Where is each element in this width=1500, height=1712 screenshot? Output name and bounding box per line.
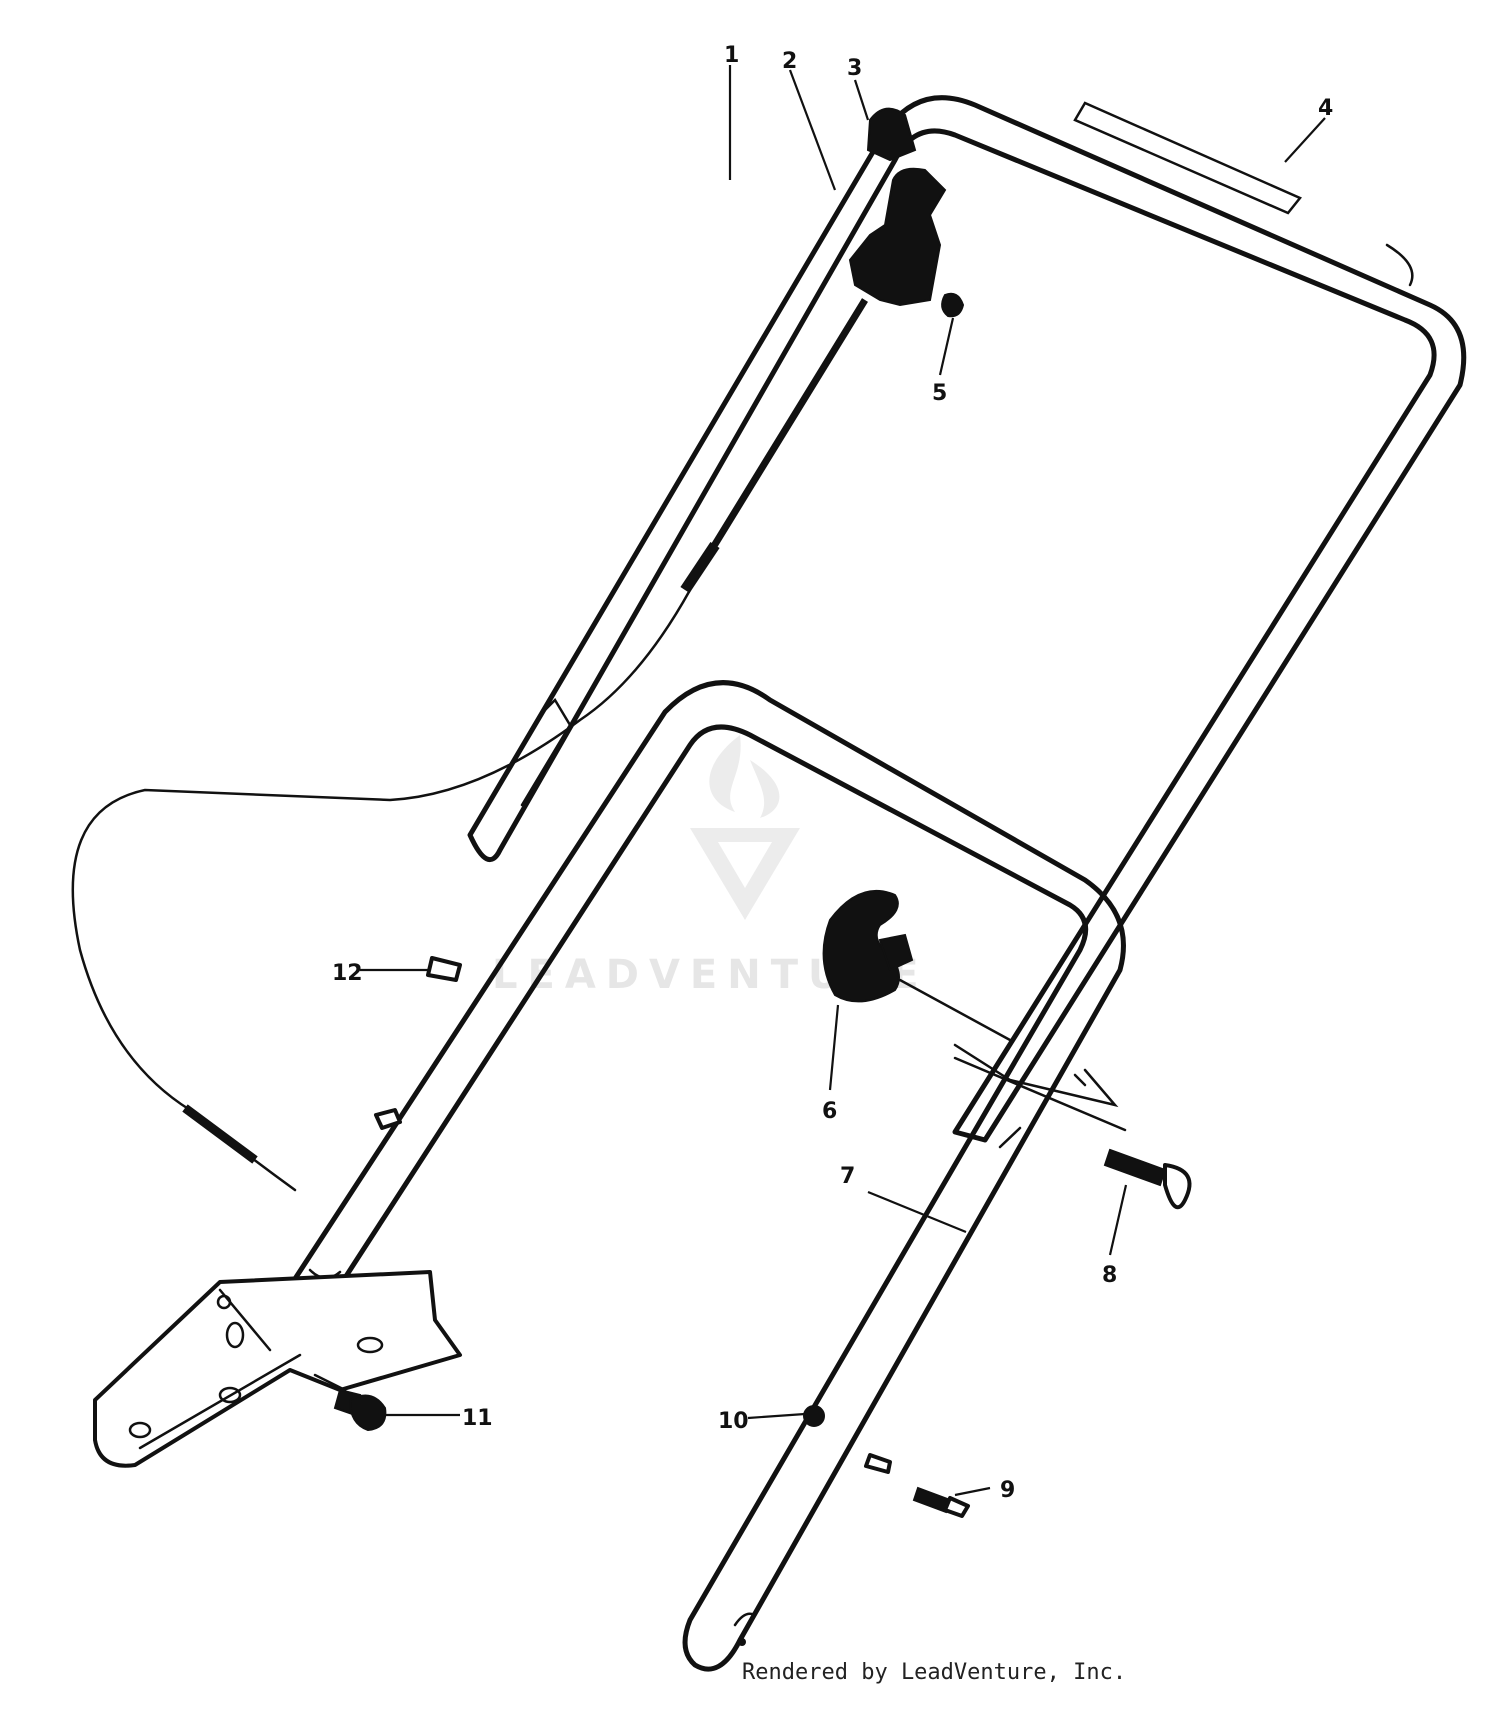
callout-2: 2: [782, 49, 797, 74]
callout-9: 9: [1000, 1478, 1015, 1503]
handle-pin: [374, 1108, 402, 1130]
cable-clip-part-12: [426, 956, 462, 982]
render-credit: Rendered by LeadVenture, Inc.: [742, 1660, 1127, 1685]
callout-3: 3: [847, 56, 862, 81]
carriage-bolt-part-8: [953, 1056, 1192, 1210]
lower-handle: [252, 680, 1126, 1672]
callout-12: 12: [332, 961, 363, 986]
callout-11: 11: [462, 1406, 493, 1431]
nut-part-10: [803, 1405, 825, 1427]
knob-part-6: [822, 889, 1012, 1042]
bolt-part-9: [864, 1453, 970, 1518]
callout-labels: 1 2 3 4 5 6 7 8 9 10 11 12: [332, 43, 1333, 1503]
callout-7: 7: [840, 1164, 855, 1189]
bolt-part-11: [313, 1373, 387, 1432]
control-lever: [680, 107, 965, 594]
callout-4: 4: [1318, 96, 1333, 121]
leader-lines: [360, 65, 1326, 1497]
callout-1: 1: [724, 43, 739, 68]
callout-5: 5: [932, 381, 947, 406]
control-cable: [71, 588, 692, 1192]
handle-bracket: [93, 1270, 462, 1468]
upper-handle: [467, 95, 1467, 1149]
callout-10: 10: [718, 1409, 749, 1434]
callout-8: 8: [1102, 1263, 1117, 1288]
callout-6: 6: [822, 1099, 837, 1124]
spacer-plate: [953, 1043, 1119, 1108]
